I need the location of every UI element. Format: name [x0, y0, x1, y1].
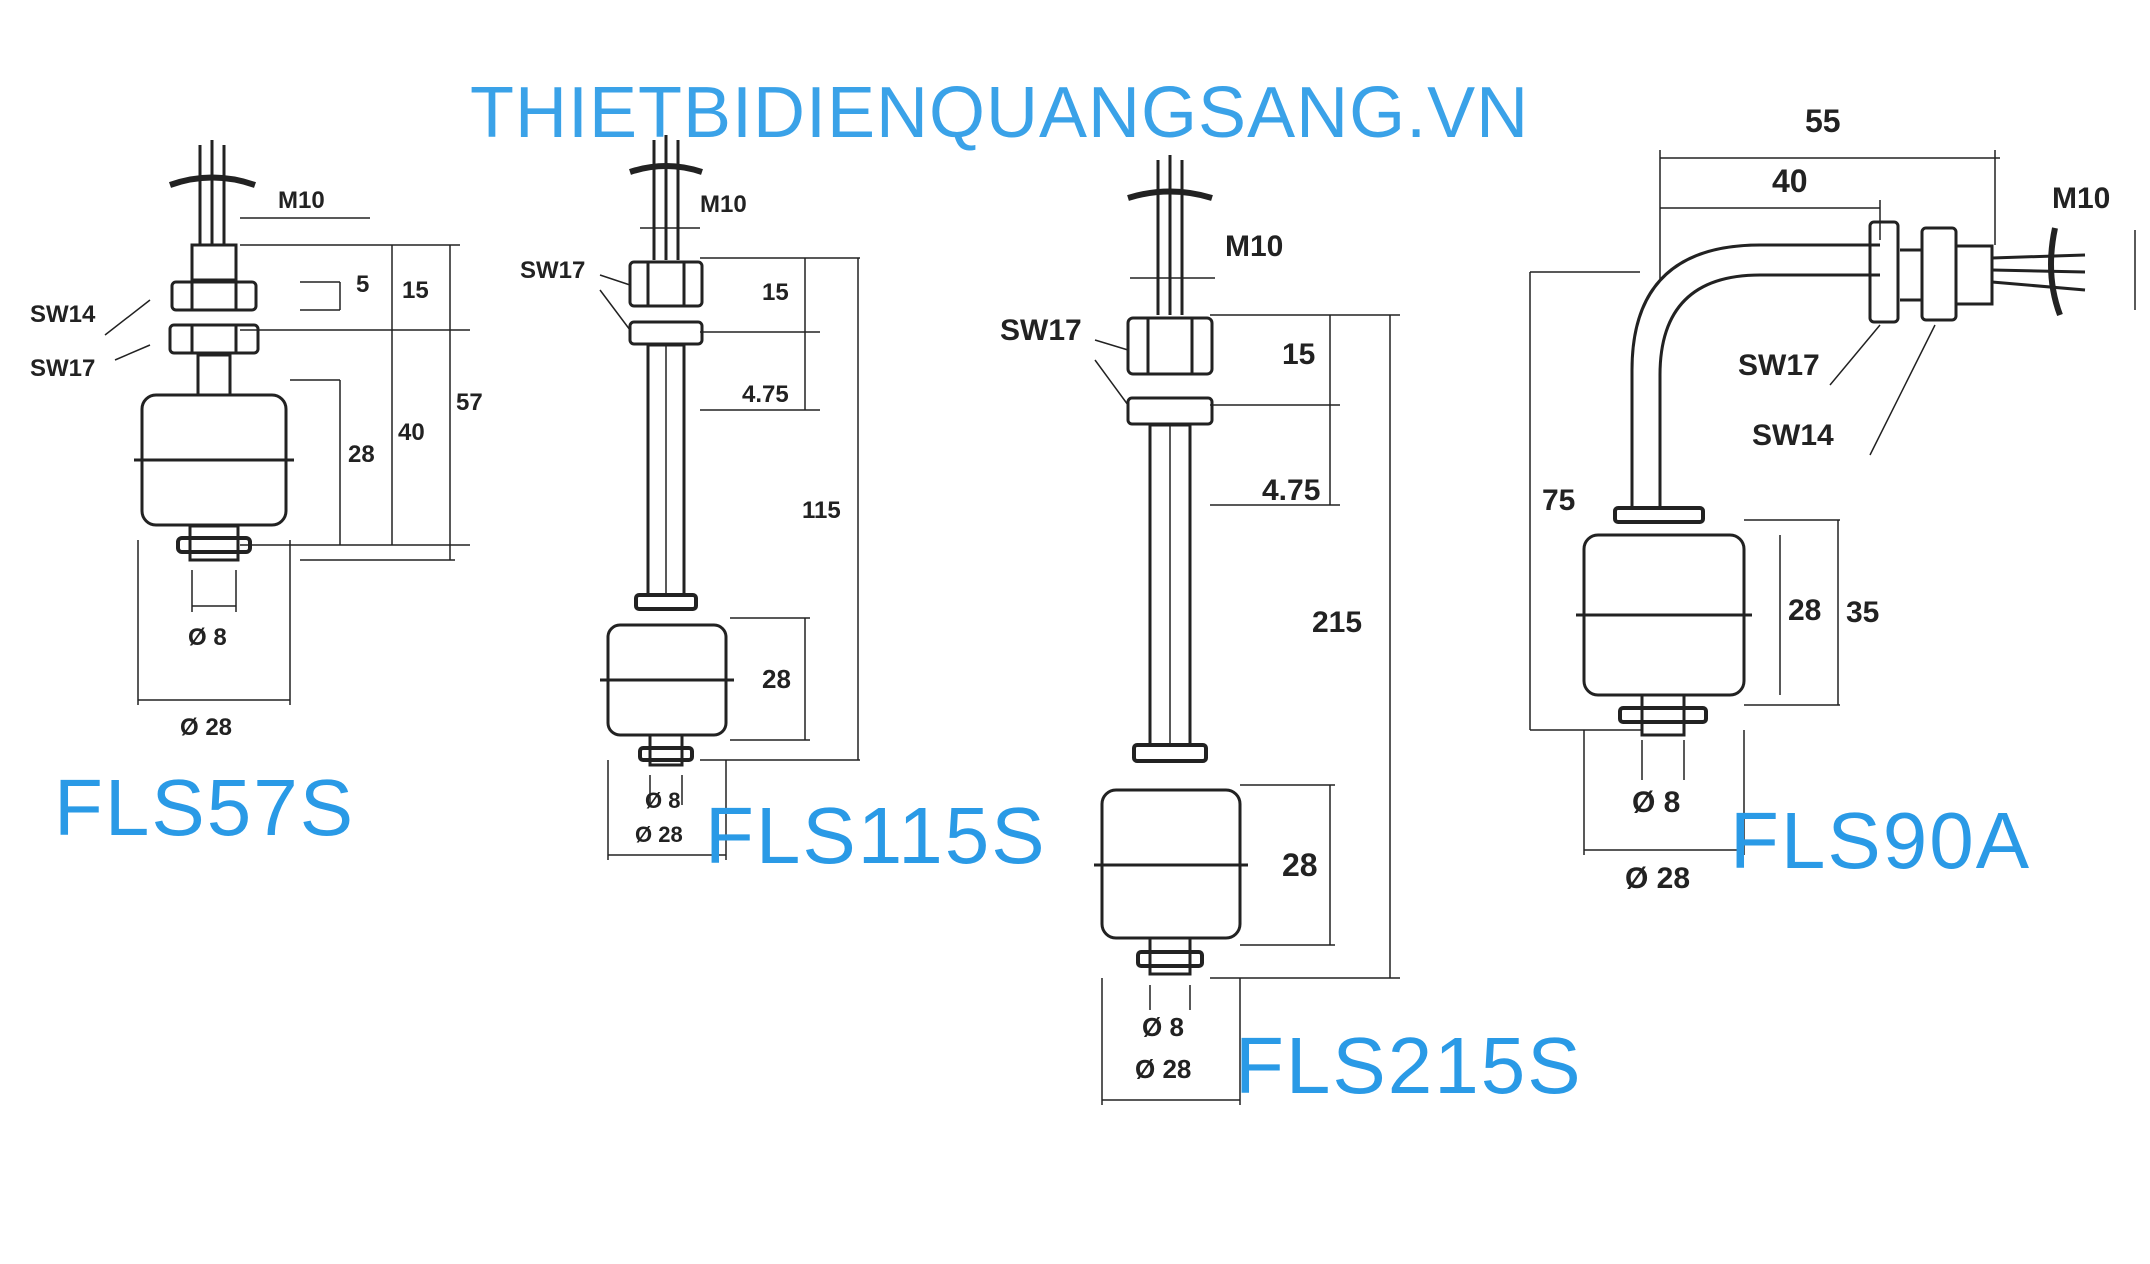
fls115s-nut-label: SW17: [520, 257, 585, 284]
model-label-fls90a: FLS90A: [1730, 796, 2032, 885]
fls90a-float-dim: 28: [1788, 594, 1821, 627]
sensor-fls115s-drawing: M10 SW17 15 4.75 115 28 Ø 8 Ø 28: [520, 135, 860, 860]
fls115s-total-dim: 115: [802, 497, 841, 524]
model-label-fls57s: FLS57S: [54, 763, 356, 852]
fls115s-gap-dim: 4.75: [742, 381, 789, 408]
fls57s-nut2-label: SW17: [30, 355, 95, 382]
fls215s-nut-label: SW17: [1000, 314, 1082, 347]
fls90a-large-dia: Ø 28: [1625, 862, 1690, 895]
fls57s-nut1-label: SW14: [30, 301, 96, 328]
model-label-fls115s: FLS115S: [705, 791, 1047, 880]
fls215s-large-dia: Ø 28: [1135, 1054, 1191, 1084]
fls115s-thread-label: M10: [700, 191, 747, 218]
fls215s-thread-label: M10: [1225, 230, 1283, 263]
fls115s-large-dia: Ø 28: [635, 822, 683, 847]
fls57s-large-dia: Ø 28: [180, 714, 232, 741]
fls115s-small-dia: Ø 8: [645, 788, 680, 813]
model-label-fls215s: FLS215S: [1235, 1021, 1583, 1110]
fls90a-thread-label: M10: [2052, 182, 2110, 215]
fls57s-nut-dim: 5: [356, 271, 369, 298]
fls90a-float-total-dim: 35: [1846, 596, 1879, 629]
fls57s-small-dia: Ø 8: [188, 624, 227, 651]
fls215s-float-dim: 28: [1282, 847, 1318, 883]
sensor-fls57s-drawing: M10 SW14 SW17 5 15 40 57 28 Ø 8 Ø 28: [30, 140, 483, 741]
fls57s-total-dim: 57: [456, 389, 483, 416]
fls115s-top-dim: 15: [762, 279, 789, 306]
fls90a-outer-dim: 55: [1805, 103, 1841, 139]
fls57s-40-dim: 40: [398, 419, 425, 446]
fls115s-float-dim: 28: [762, 664, 791, 694]
fls90a-small-dia: Ø 8: [1632, 786, 1680, 819]
fls215s-top-dim: 15: [1282, 338, 1315, 371]
fls90a-height-dim: 75: [1542, 484, 1575, 517]
fls90a-inner-dim: 40: [1772, 163, 1808, 199]
fls57s-float-dim: 28: [348, 441, 375, 468]
fls215s-small-dia: Ø 8: [1142, 1012, 1184, 1042]
fls90a-nut2-label: SW14: [1752, 419, 1834, 452]
fls215s-gap-dim: 4.75: [1262, 474, 1320, 507]
fls57s-top-dim: 15: [402, 277, 429, 304]
fls215s-total-dim: 215: [1312, 606, 1362, 639]
watermark-text: THIETBIDIENQUANGSANG.VN: [470, 73, 1530, 153]
fls90a-nut1-label: SW17: [1738, 349, 1820, 382]
sensor-fls215s-drawing: M10 SW17 15 4.75 215 28 Ø 8 Ø 28: [1000, 155, 1400, 1105]
sensor-fls90a-drawing: 55 40 M10 SW17 SW14 75 28 35 Ø 8 Ø 28: [1529, 103, 2136, 895]
fls57s-thread-label: M10: [278, 187, 325, 214]
